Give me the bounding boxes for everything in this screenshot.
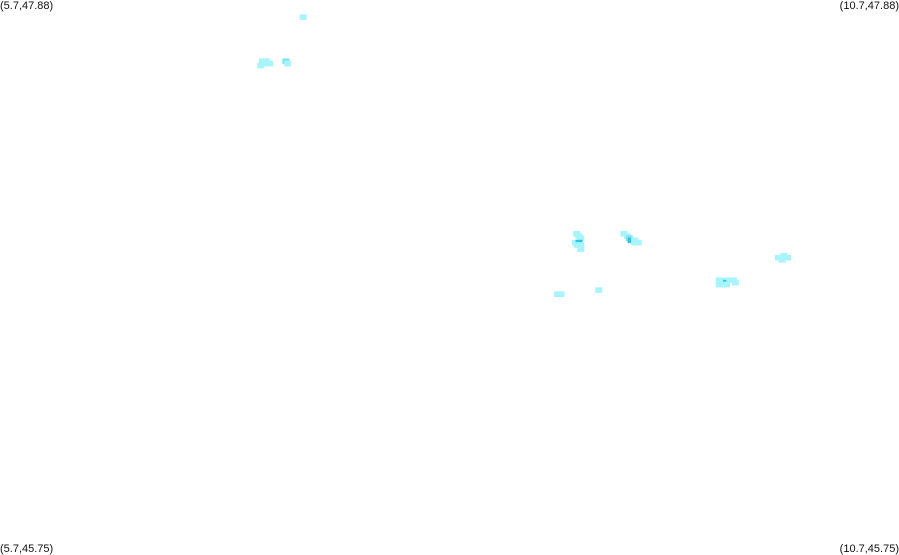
corner-label-bottom-left: (5.7,45.75)	[0, 543, 54, 555]
precip-cell	[299, 14, 307, 20]
precip-cell	[557, 291, 565, 297]
precip-cell	[595, 287, 603, 293]
precip-cell	[577, 246, 585, 252]
precipitation-cells	[257, 14, 791, 297]
cell-cluster	[620, 231, 642, 246]
precip-cell	[257, 62, 265, 69]
precip-cell	[631, 239, 639, 246]
corner-label-top-right: (10.7,47.88)	[839, 0, 899, 12]
precip-cell	[715, 277, 723, 283]
precip-cell	[715, 281, 723, 288]
precip-cell	[573, 242, 581, 248]
cell-cluster	[595, 287, 603, 293]
precip-cell	[575, 233, 583, 239]
precip-cell	[553, 291, 561, 297]
cell-cluster	[571, 231, 585, 252]
precip-cell	[722, 281, 730, 288]
precip-cell	[719, 281, 727, 288]
precip-cell	[634, 239, 642, 246]
precip-cell	[778, 257, 786, 263]
precip-cell	[620, 231, 628, 237]
precip-cell	[284, 60, 292, 67]
cell-cluster	[775, 252, 791, 263]
precip-cell	[775, 254, 782, 261]
precip-cell	[260, 60, 268, 67]
precip-cell	[731, 279, 739, 286]
precip-cell	[719, 277, 727, 283]
corner-label-top-left: (5.7,47.88)	[0, 0, 54, 12]
cell-cluster	[299, 14, 307, 20]
cell-cluster	[257, 58, 292, 69]
cell-cluster	[715, 277, 739, 288]
precip-cell	[266, 60, 274, 67]
precip-cell	[780, 252, 788, 259]
precip-cell	[784, 254, 791, 261]
corner-label-bottom-right: (10.7,45.75)	[839, 543, 899, 555]
precip-cell	[577, 242, 585, 248]
precip-cell	[726, 277, 734, 283]
cell-cluster	[553, 291, 565, 297]
precip-cell	[627, 237, 635, 244]
